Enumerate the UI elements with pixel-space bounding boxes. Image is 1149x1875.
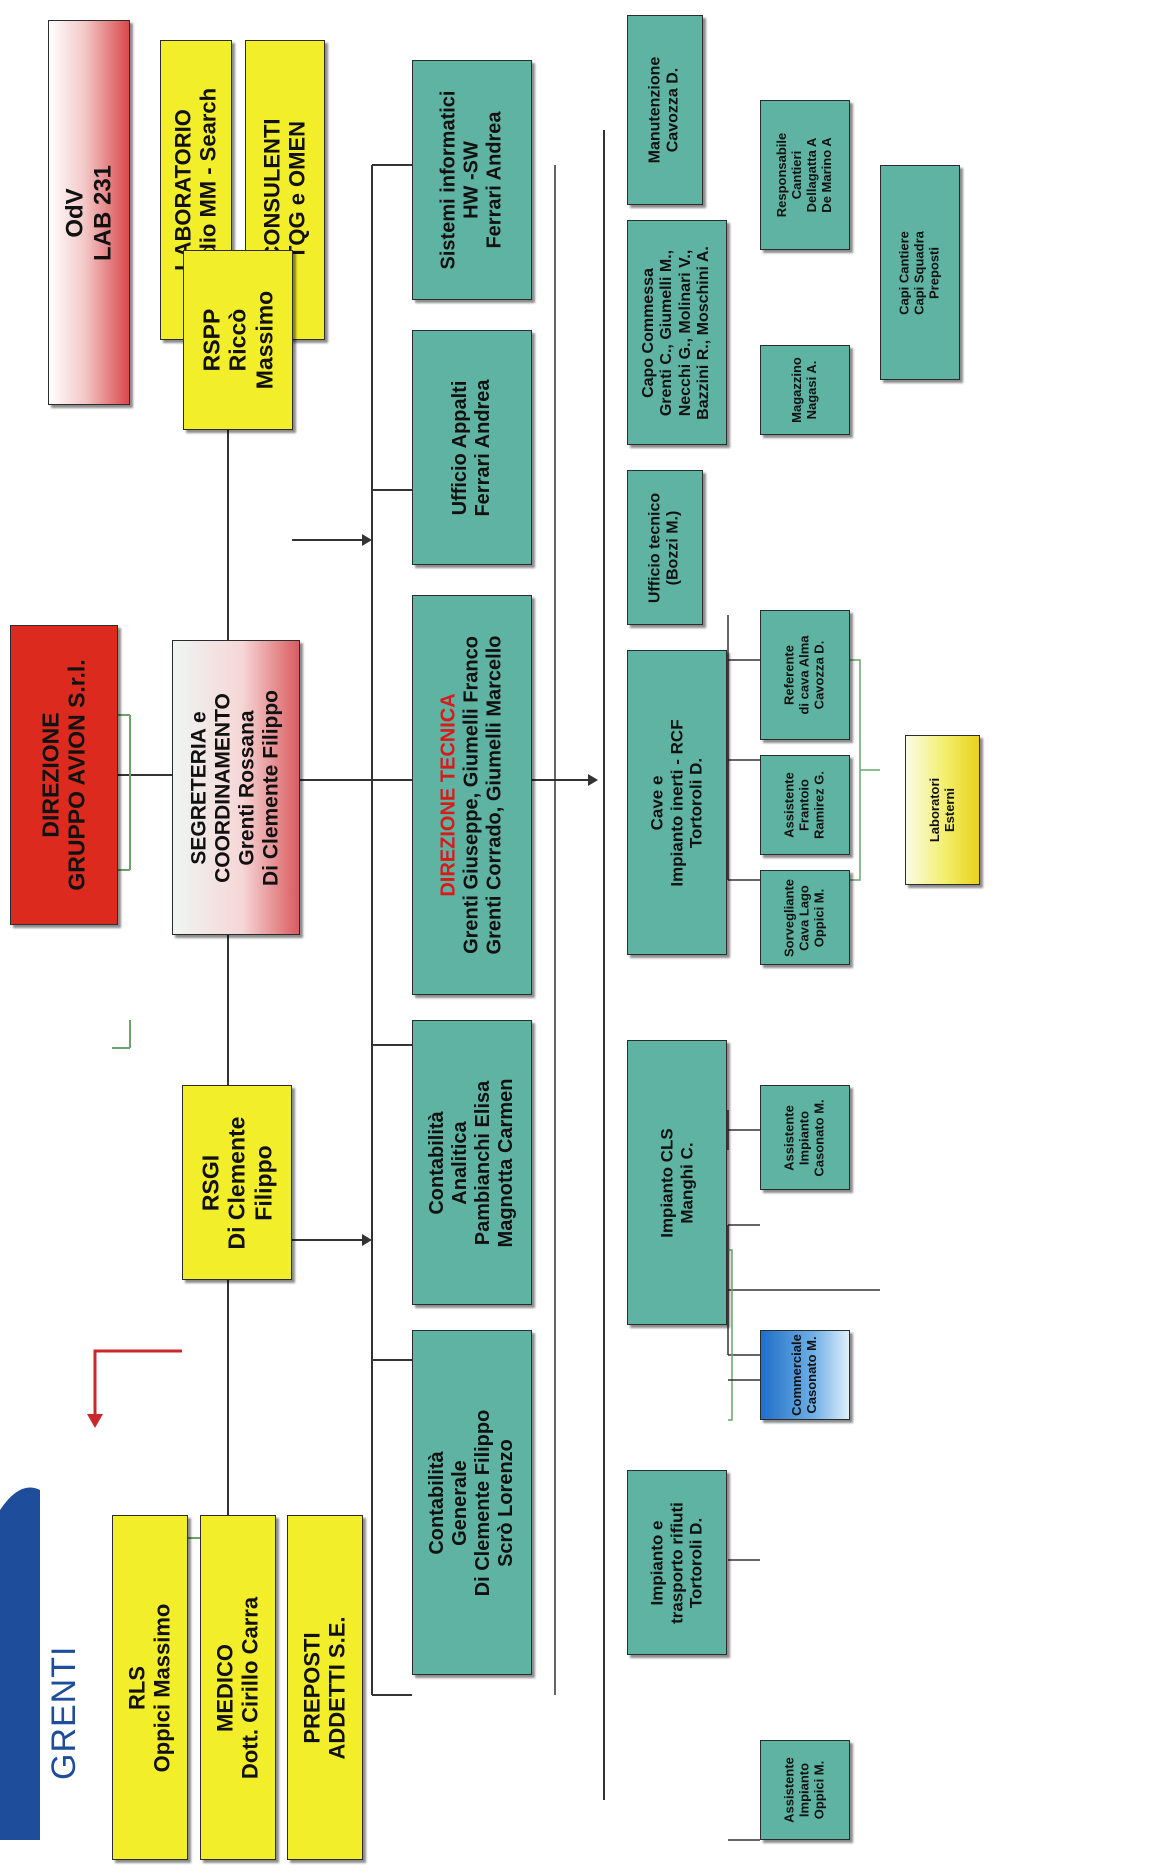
box-segreteria: SEGRETERIA e COORDINAMENTO Grenti Rossan… xyxy=(172,640,300,935)
box-manutenzione: Manutenzione Cavozza D. xyxy=(627,15,703,205)
box-cave: Cave e Impianto inerti - RCF Tortoroli D… xyxy=(627,650,727,955)
box-preposti: PREPOSTI ADDETTI S.E. xyxy=(287,1515,363,1860)
box-appalti: Ufficio Appalti Ferrari Andrea xyxy=(412,330,532,565)
box-responsabile: Responsabile Cantieri Dellagatta A De Ma… xyxy=(760,100,850,250)
box-impianto-cls: Impianto CLS Manghi C. xyxy=(627,1040,727,1325)
grenti-logo: GRENTI xyxy=(0,1480,110,1870)
box-rls: RLS Oppici Massimo xyxy=(112,1515,188,1860)
box-laboratori-esterni: Laboratori Esterni xyxy=(905,735,980,885)
box-sorvegliante: Sorvegliante Cava Lago Oppici M. xyxy=(760,870,850,965)
box-generale: Contabilità Generale Di Clemente Filippo… xyxy=(412,1330,532,1675)
logo-text: GRENTI xyxy=(45,1646,83,1780)
box-impianto-rifiuti: Impianto e trasporto rifiuti Tortoroli D… xyxy=(627,1470,727,1655)
box-rspp: RSPP Riccò Massimo xyxy=(183,250,293,430)
box-direzione-tecnica: DIREZIONE TECNICA Grenti Giuseppe, Giume… xyxy=(412,595,532,995)
box-analitica: Contabilità Analitica Pambianchi Elisa M… xyxy=(412,1020,532,1305)
box-sistemi: Sistemi informatici HW -SW Ferrari Andre… xyxy=(412,60,532,300)
box-magazzino: Magazzino Nagasi A. xyxy=(760,345,850,435)
box-ufficio-tecnico: Ufficio tecnico (Bozzi M.) xyxy=(627,470,703,625)
rsgi-odv-arrow xyxy=(93,1349,182,1420)
box-direzione: DIREZIONE GRUPPO AVION S.r.l. xyxy=(10,625,118,925)
box-rsgi: RSGI Di Clemente Filippo xyxy=(182,1085,292,1280)
box-commerciale: Commerciale Casonato M. xyxy=(760,1330,850,1420)
box-assistente-frantoio: Assistente Frantoio Ramirez G. xyxy=(760,755,850,855)
box-assistente-casonato: Assistente Impianto Casonato M. xyxy=(760,1085,850,1190)
box-medico: MEDICO Dott. Cirillo Carra xyxy=(200,1515,276,1860)
box-capo-commessa: Capo Commessa Grenti C., Giumelli M., Ne… xyxy=(627,220,727,445)
box-assistente-oppici: Assistente Impianto Oppici M. xyxy=(760,1740,850,1840)
box-referente: Referente di cava Alma Cavozza D. xyxy=(760,610,850,740)
box-odv: OdV LAB 231 xyxy=(48,20,130,405)
box-capi-cantiere: Capi Cantiere Capi Squadra Preposti xyxy=(880,165,960,380)
